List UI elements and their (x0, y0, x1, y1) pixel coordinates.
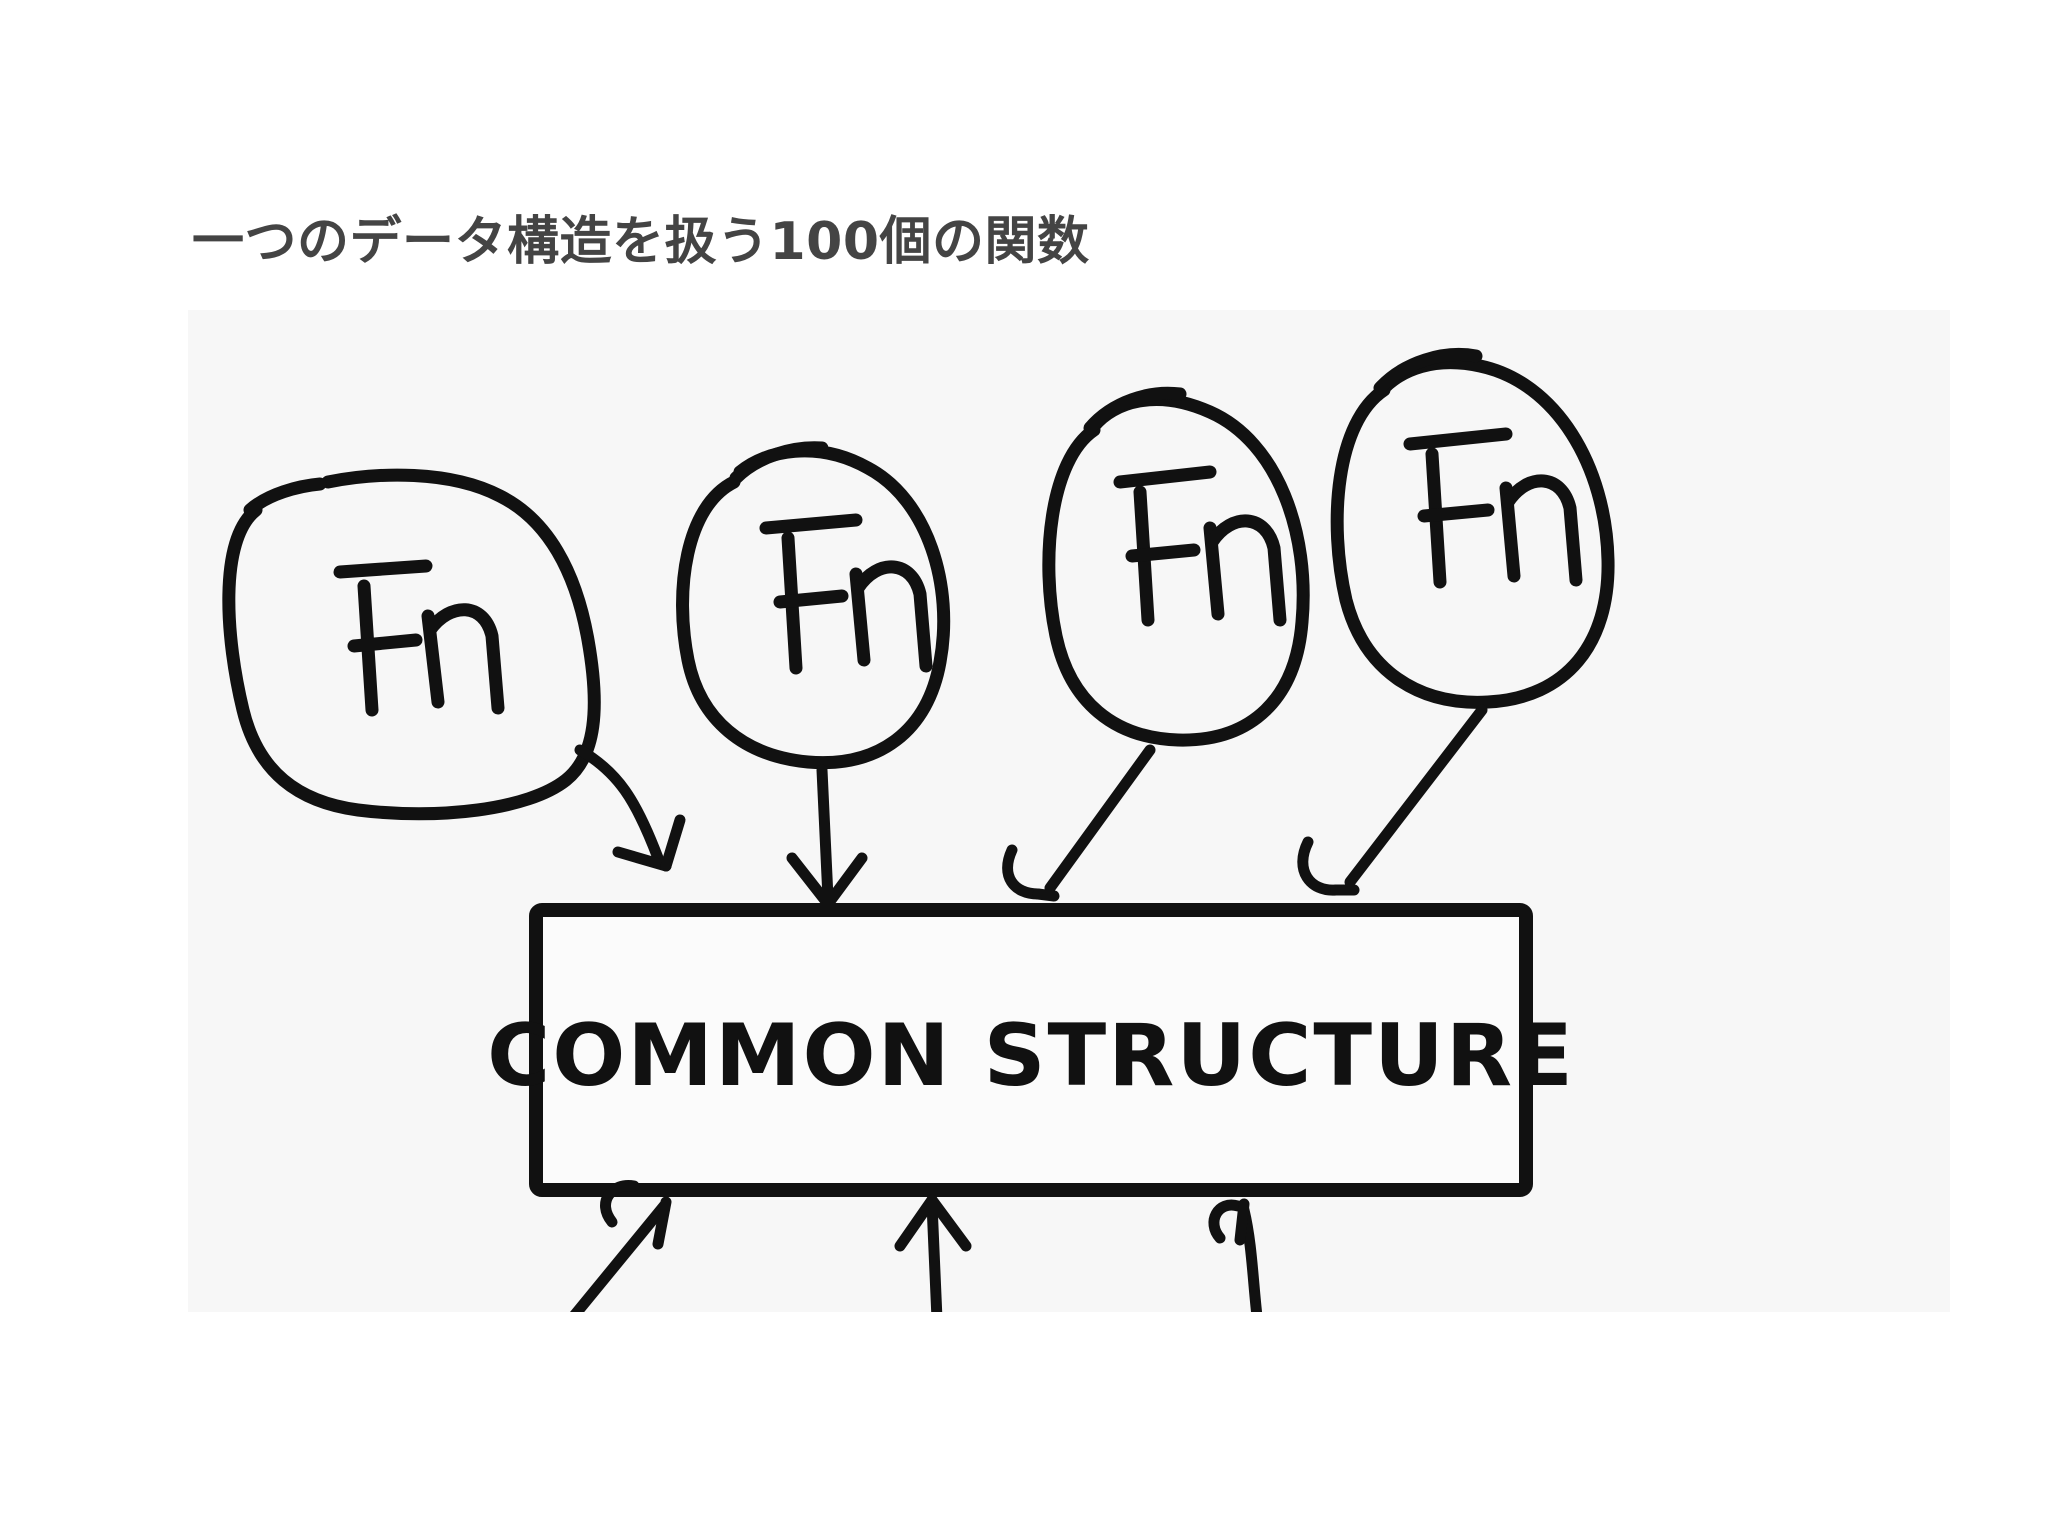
fn-node-top-1[interactable] (222, 468, 686, 872)
fn-node-bottom-2[interactable] (832, 1194, 1076, 1312)
diagram-panel: COMMON STRUCTURE (188, 310, 1950, 1312)
fn-label-top-1 (333, 559, 505, 717)
fn-label-top-4 (1403, 427, 1583, 589)
fn-node-bottom-1[interactable] (440, 1180, 688, 1312)
fn-label-top-3 (1113, 465, 1287, 627)
fn-node-bottom-3[interactable] (1131, 1198, 1390, 1312)
fn-node-top-2[interactable] (676, 441, 951, 910)
fn-node-top-3[interactable] (1002, 386, 1310, 902)
page-title: 一つのデータ構造を扱う100個の関数 (192, 212, 1090, 272)
common-structure-label: COMMON STRUCTURE (487, 1006, 1575, 1106)
fn-label-top-2 (759, 513, 933, 675)
common-structure-box[interactable]: COMMON STRUCTURE (487, 903, 1575, 1197)
diagram-svg: COMMON STRUCTURE (222, 347, 1615, 1312)
fn-node-top-4[interactable] (1297, 347, 1615, 896)
